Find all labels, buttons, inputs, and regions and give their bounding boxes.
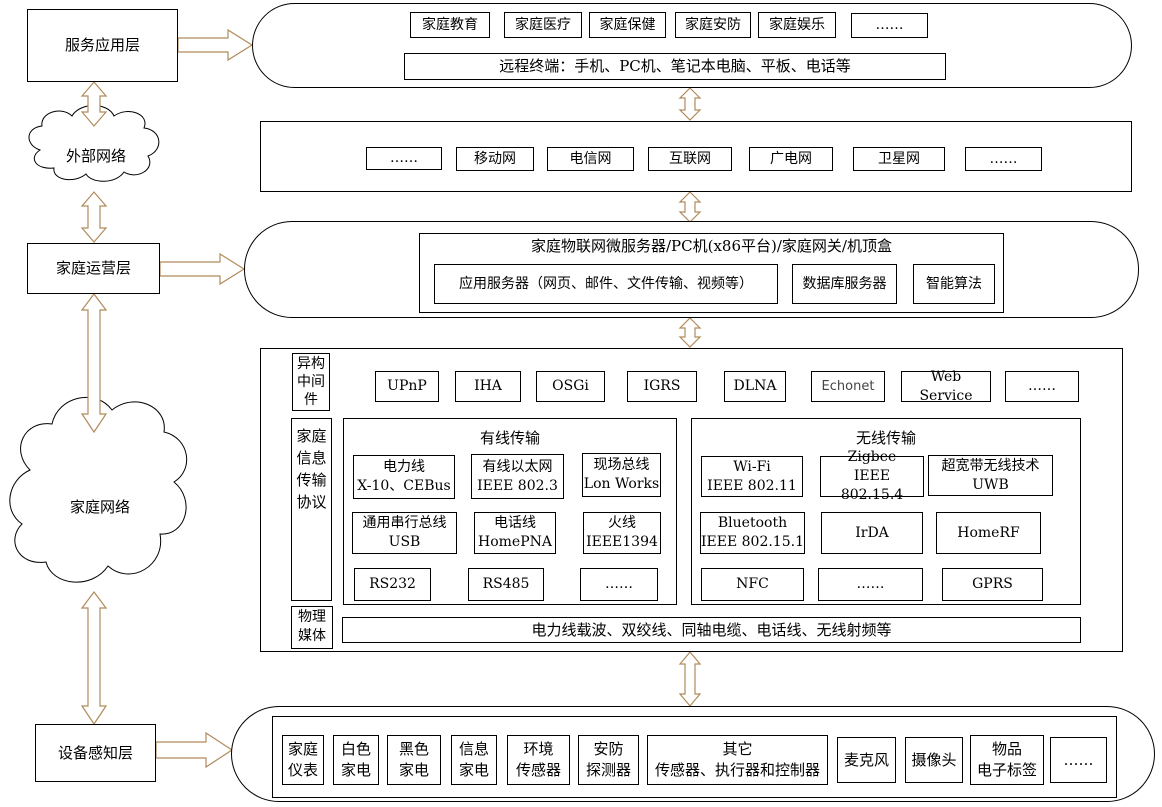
device-box: 安防 探测器 <box>578 735 639 785</box>
right-arrows <box>155 28 254 769</box>
wired-box: 通用串行总线 USB <box>352 512 457 554</box>
micro-server-header: 家庭物联网微服务器/PC机(x86平台)/家庭网关/机顶盒 <box>531 237 892 255</box>
device-box: 环境 传感器 <box>507 735 570 785</box>
wireless-box: Wi-Fi IEEE 802.11 <box>701 456 803 497</box>
middleware-box: DLNA <box>724 371 786 402</box>
wired-box: 电力线 X-10、CEBus <box>353 455 455 499</box>
wired-box: 电话线 HomePNA <box>474 512 556 554</box>
wired-title: 有线传输 <box>479 429 540 447</box>
wireless-box: NFC <box>701 568 804 601</box>
algorithm-box: 智能算法 <box>913 264 995 304</box>
middleware-box: UPnP <box>375 371 439 402</box>
service-layer-box: 服务应用层 <box>27 9 178 82</box>
network-box: 卫星网 <box>853 147 945 171</box>
middleware-box: IHA <box>455 371 521 402</box>
app-server-box: 应用服务器（网页、邮件、文件传输、视频等） <box>434 264 778 304</box>
center-vertical-arrows <box>678 87 702 707</box>
network-box: …… <box>965 147 1042 171</box>
media-label: 物理媒体 <box>291 606 333 649</box>
app-box: 家庭娱乐 <box>758 12 836 38</box>
device-box: 其它 传感器、执行器和控制器 <box>647 735 828 785</box>
operation-layer-box: 家庭运营层 <box>27 243 160 294</box>
wireless-title: 无线传输 <box>855 429 916 447</box>
remote-terminals-bar: 远程终端：手机、PC机、笔记本电脑、平板、电话等 <box>404 53 946 80</box>
middleware-label: 异构中间件 <box>292 353 330 411</box>
wireless-box: GPRS <box>942 568 1043 601</box>
home-network-label: 家庭网络 <box>69 498 130 516</box>
network-box: 广电网 <box>749 147 833 171</box>
middleware-box: IGRS <box>627 371 697 402</box>
wired-box: 有线以太网 IEEE 802.3 <box>471 454 564 499</box>
wireless-box: HomeRF <box>936 512 1041 554</box>
device-layer-box: 设备感知层 <box>35 724 156 782</box>
wireless-box: 超宽带无线技术 UWB <box>928 455 1053 496</box>
middleware-box: …… <box>1005 371 1079 402</box>
device-box: 麦克风 <box>837 737 896 783</box>
network-box: 电信网 <box>547 147 634 171</box>
wired-box: …… <box>580 568 658 601</box>
app-box: 家庭医疗 <box>504 12 582 38</box>
wired-box: 火线 IEEE1394 <box>583 512 661 554</box>
app-box: 家庭保健 <box>589 12 666 38</box>
wired-box: 现场总线 Lon Works <box>582 453 661 497</box>
wired-box: RS485 <box>468 568 544 601</box>
network-box: 互联网 <box>648 147 732 171</box>
wired-box: RS232 <box>354 568 431 601</box>
device-box: …… <box>1050 737 1107 783</box>
device-box: 白色 家电 <box>333 735 379 785</box>
media-bar: 电力线载波、双绞线、同轴电缆、电话线、无线射频等 <box>342 617 1081 643</box>
device-box: 信息 家电 <box>451 735 497 785</box>
device-box: 物品 电子标签 <box>970 735 1044 785</box>
app-box: …… <box>851 13 928 38</box>
external-network-label: 外部网络 <box>65 147 126 165</box>
middleware-box: OSGi <box>536 371 605 402</box>
app-box: 家庭教育 <box>410 12 490 38</box>
protocol-label: 家庭信息传输协议 <box>291 418 332 601</box>
db-server-box: 数据库服务器 <box>792 264 897 304</box>
app-box: 家庭安防 <box>675 12 751 38</box>
network-box: …… <box>366 147 442 170</box>
network-box: 移动网 <box>456 147 534 171</box>
device-box: 家庭 仪表 <box>282 735 324 785</box>
home-network-cloud <box>9 396 188 583</box>
left-vertical-arrows <box>80 81 108 726</box>
device-box: 摄像头 <box>905 737 963 783</box>
middleware-box: Web Service <box>901 369 991 404</box>
external-network-cloud <box>28 105 160 182</box>
wireless-box: IrDA <box>821 512 923 554</box>
middleware-box: Echonet <box>811 371 885 402</box>
device-box: 黑色 家电 <box>387 735 441 785</box>
wireless-box: …… <box>818 568 923 601</box>
wireless-box: Zigbee IEEE 802.15.4 <box>820 449 924 503</box>
wireless-box: Bluetooth IEEE 802.15.1 <box>700 512 805 554</box>
